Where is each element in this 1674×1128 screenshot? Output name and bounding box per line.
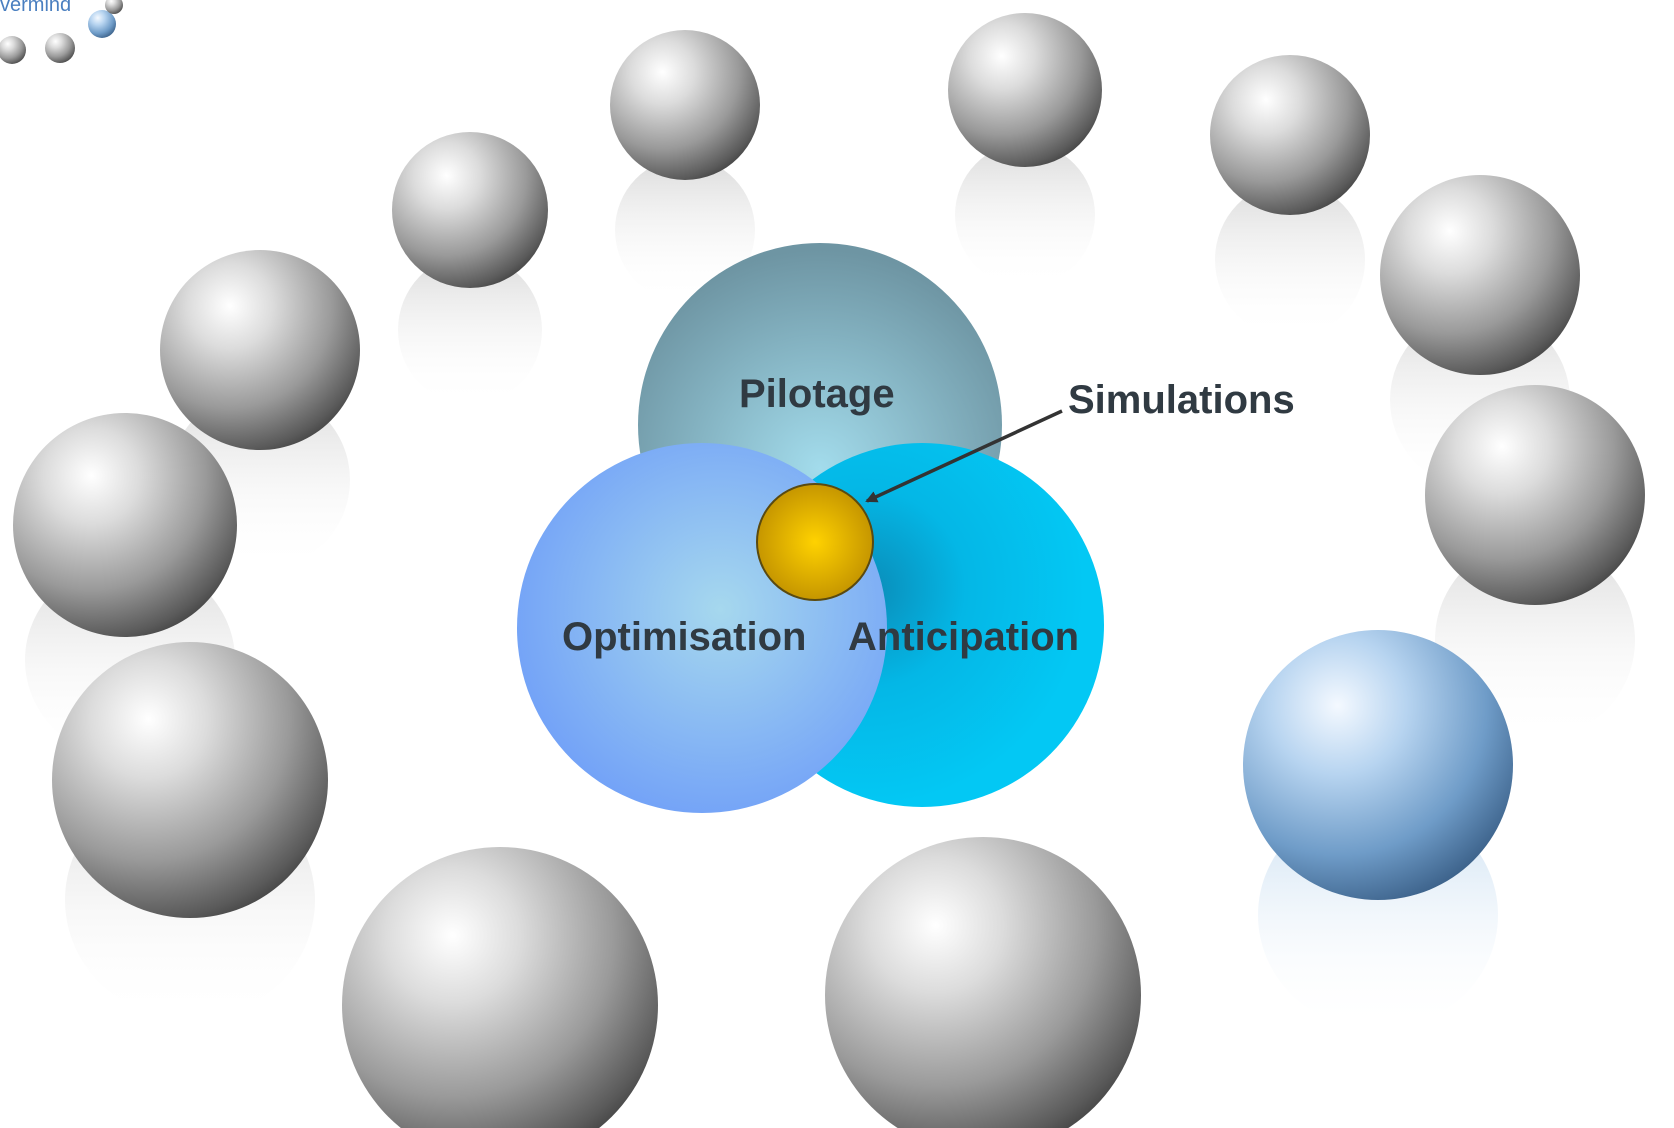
label-pilotage: Pilotage xyxy=(739,372,895,416)
logo-sphere xyxy=(45,33,75,63)
label-simulations: Simulations xyxy=(1068,378,1295,422)
chrome-sphere-blue xyxy=(1243,630,1513,1030)
chrome-sphere xyxy=(52,642,328,1020)
simulations-arrow xyxy=(865,409,1063,503)
logo xyxy=(0,0,123,64)
logo-sphere-blue xyxy=(88,10,116,38)
logo-sphere xyxy=(105,0,123,14)
chrome-sphere xyxy=(1210,55,1370,338)
logo-sphere xyxy=(0,36,26,64)
circle-simulations xyxy=(756,483,874,601)
label-optimisation: Optimisation xyxy=(562,615,807,659)
logo-text: vermind xyxy=(0,0,72,16)
background-spheres xyxy=(13,13,1645,1128)
chrome-sphere xyxy=(948,13,1102,287)
venn-diagram xyxy=(517,243,1104,813)
chrome-sphere xyxy=(610,30,760,302)
chrome-sphere xyxy=(392,132,548,405)
chrome-sphere xyxy=(342,847,658,1128)
label-anticipation: Anticipation xyxy=(848,615,1080,659)
chrome-sphere xyxy=(825,837,1141,1128)
